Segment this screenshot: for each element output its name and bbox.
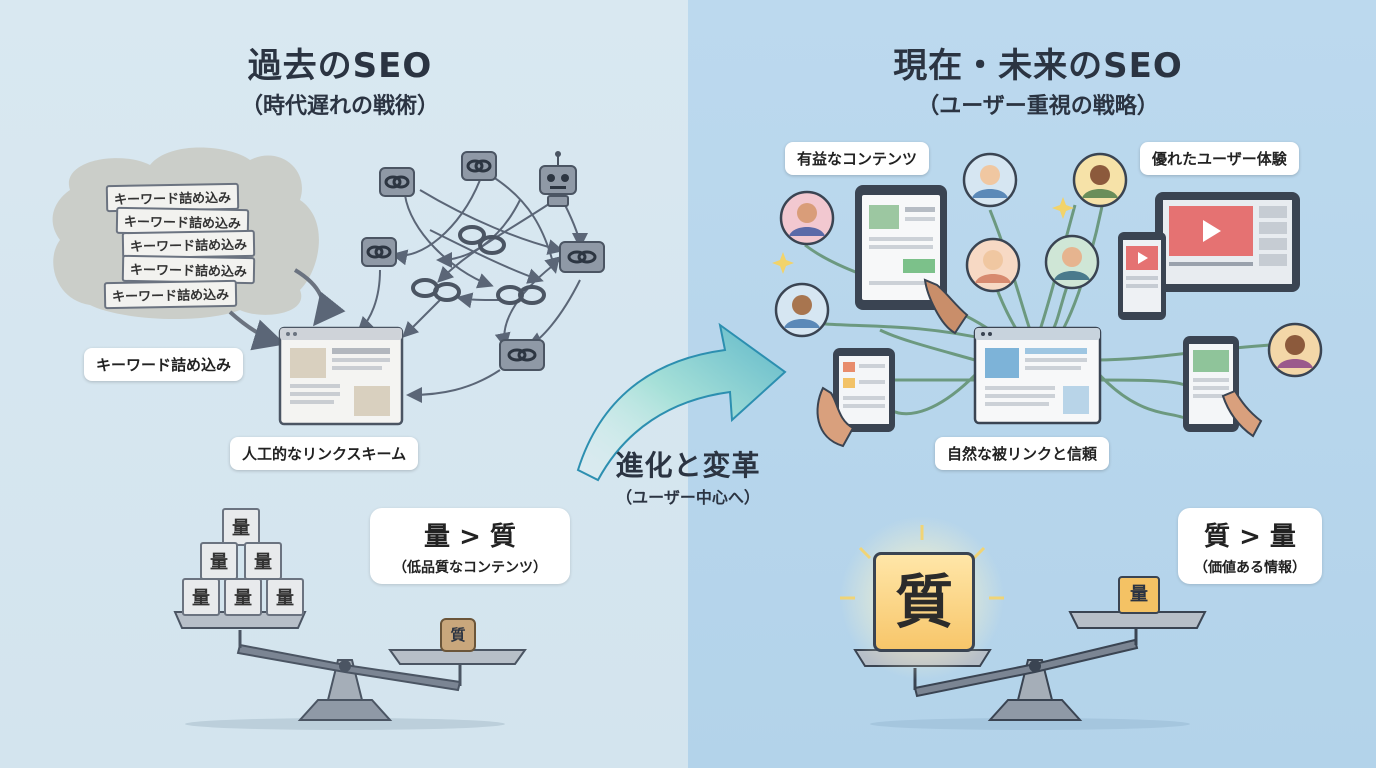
left-balance-bubble-sub: （低品質なコンテンツ） <box>393 560 547 576</box>
quantity-block: 量 <box>200 542 238 580</box>
link-scheme-label: 人工的なリンクスキーム <box>230 437 419 470</box>
ux-label: 優れたユーザー体験 <box>1140 142 1299 175</box>
quantity-block: 量 <box>222 508 260 546</box>
quantity-block: 量 <box>244 542 282 580</box>
phone-left <box>816 348 895 448</box>
stack-to-browser-arrow <box>293 268 346 327</box>
left-subtitle: （時代遅れの戦術） <box>240 94 439 119</box>
label-to-browser-arrow <box>228 310 286 351</box>
chain-link-nodes <box>361 151 605 371</box>
quantity-block: 量 <box>182 578 220 616</box>
robot-icon <box>539 151 577 207</box>
content-tablet <box>855 185 969 335</box>
left-balance-bubble: 量 > 質 （低品質なコンテンツ） <box>370 508 570 584</box>
phone-video <box>1118 232 1166 320</box>
user-avatars <box>774 152 1323 378</box>
right-balance-bubble-sub: （価値ある情報） <box>1194 560 1306 576</box>
small-quality-block: 質 <box>440 618 476 652</box>
modern-browser-window <box>973 326 1102 425</box>
small-quantity-block: 量 <box>1118 576 1160 614</box>
natural-links-label: 自然な被リンクと信頼 <box>935 437 1110 470</box>
right-balance-bubble: 質 > 量 （価値ある情報） <box>1178 508 1322 584</box>
evolution-arrow <box>576 322 787 482</box>
right-title: 現在・未来のSEO <box>893 46 1183 86</box>
keyword-stuffing-label: キーワード詰め込み <box>84 348 244 381</box>
old-browser-window <box>278 326 404 426</box>
right-balance-bubble-title: 質 > 量 <box>1204 522 1296 552</box>
center-title: 進化と変革 <box>615 449 761 482</box>
center-subtitle: （ユーザー中心へ） <box>616 488 760 507</box>
left-balance-scale <box>173 611 527 730</box>
quantity-block: 量 <box>224 578 262 616</box>
right-subtitle: （ユーザー重視の戦略） <box>917 94 1159 119</box>
phone-right <box>1183 336 1263 438</box>
left-balance-bubble-title: 量 > 質 <box>424 522 516 552</box>
useful-content-label: 有益なコンテンツ <box>785 142 930 175</box>
big-quality-block: 質 <box>873 552 975 652</box>
sparkles <box>772 197 1074 274</box>
quantity-block: 量 <box>266 578 304 616</box>
left-title: 過去のSEO <box>247 46 433 86</box>
keyword-card: キーワード詰め込み <box>103 279 238 310</box>
video-tablet <box>1155 192 1300 292</box>
